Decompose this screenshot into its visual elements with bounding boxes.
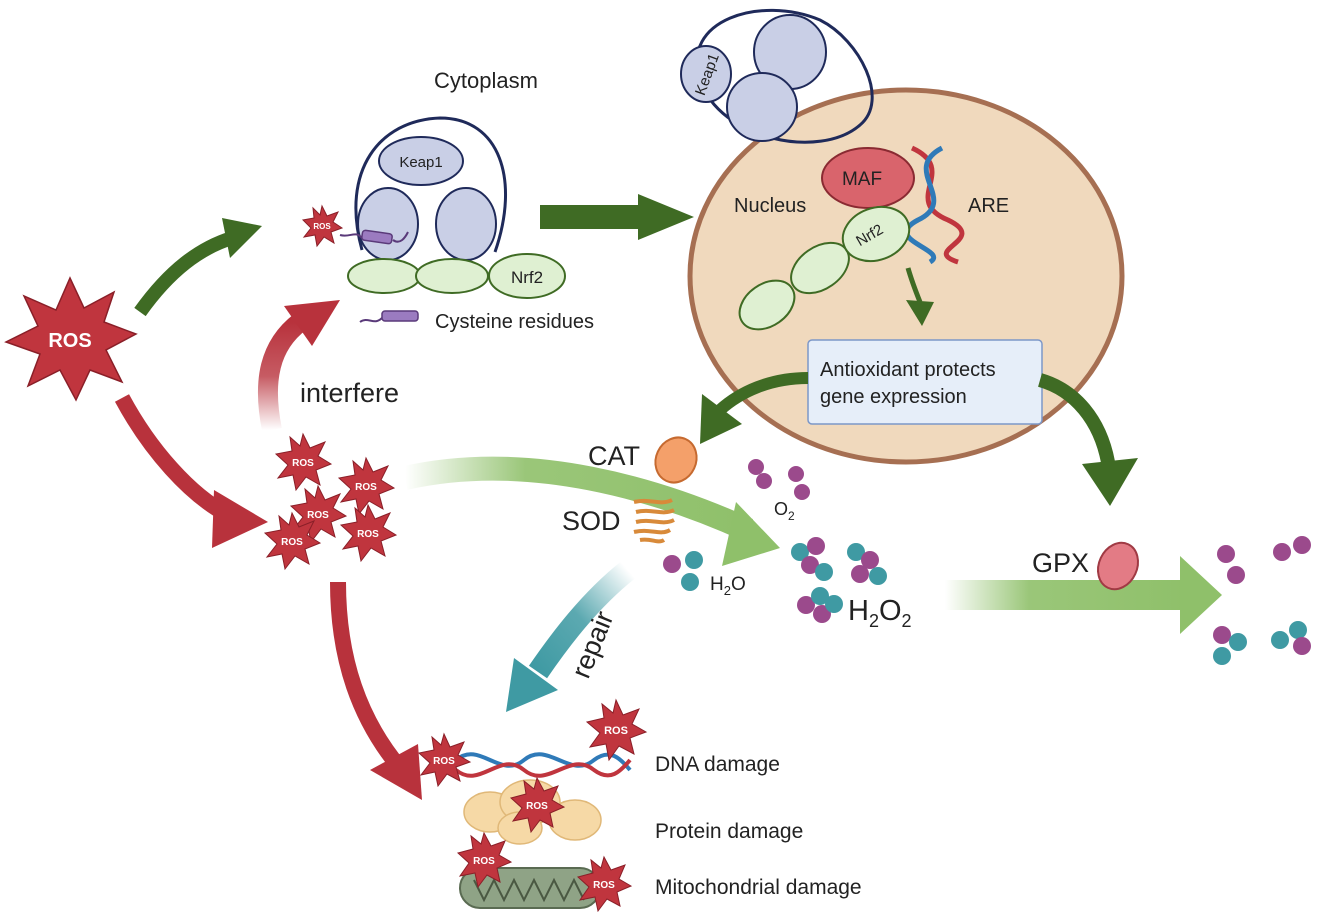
nrf2-label: Nrf2 <box>511 268 543 287</box>
damaged-dna <box>454 752 632 778</box>
ros-label-protein: ROS <box>526 801 548 812</box>
gpx-enzyme <box>1097 541 1139 591</box>
ros-cluster-label-4: ROS <box>281 537 303 548</box>
ros-star-on-complex: ROS <box>301 204 344 248</box>
arrow-ros-to-complex <box>134 218 262 317</box>
antioxidant-line1: Antioxidant protects <box>820 359 996 381</box>
are-dna-helix <box>904 145 965 265</box>
sod-label: SOD <box>562 506 621 536</box>
ros-on-dna-right: ROS <box>585 698 648 762</box>
cysteine-residues-label: Cysteine residues <box>435 311 594 333</box>
ros-cluster-label-2: ROS <box>355 482 377 493</box>
arrow-gpx <box>945 556 1222 634</box>
ros-label-mito-left: ROS <box>473 856 495 867</box>
ros-cluster-label-5: ROS <box>357 529 379 540</box>
arrow-nrf2-to-expression <box>905 267 934 326</box>
h2o2-label: H2O2 <box>848 595 912 631</box>
ros-cluster: ROS ROS ROS ROS ROS <box>263 432 398 571</box>
keap1-nrf2-complex: Keap1 Nrf2 <box>339 116 566 299</box>
h2o-molecule <box>663 551 703 591</box>
ros-on-mito-right: ROS <box>576 855 633 913</box>
ros-on-mito-left: ROS <box>456 831 513 889</box>
nrf2-nuclear: Nrf2 <box>738 205 911 331</box>
o2-label: O2 <box>774 499 795 523</box>
arrow-complex-to-nucleus <box>540 194 694 240</box>
ros-main-star: ROS <box>4 276 138 402</box>
products-molecules <box>1213 536 1311 665</box>
keap1-complex-free: Keap1 <box>680 8 874 144</box>
nucleus-label: Nucleus <box>734 195 806 217</box>
antioxidant-box: Antioxidant protects gene expression <box>807 339 1043 425</box>
gpx-label: GPX <box>1032 548 1089 578</box>
cytoplasm-label: Cytoplasm <box>434 68 538 93</box>
arrow-repair <box>506 561 635 712</box>
cat-enzyme <box>654 436 698 484</box>
arrow-cluster-to-damage <box>330 581 422 800</box>
arrow-expression-to-cat <box>700 372 809 444</box>
ros-on-protein: ROS <box>509 776 566 834</box>
mito-damage-label: Mitochondrial damage <box>655 876 862 899</box>
ros-cluster-label-1: ROS <box>292 458 314 469</box>
arrow-expression-to-gpx <box>1037 373 1138 506</box>
arrow-ros-to-cluster <box>114 394 268 548</box>
protein-damage-label: Protein damage <box>655 820 803 843</box>
maf-label: MAF <box>842 169 882 190</box>
maf-protein: MAF <box>821 147 915 209</box>
h2o2-molecules <box>791 537 887 623</box>
ros-main-label: ROS <box>48 330 91 352</box>
are-label: ARE <box>968 195 1009 217</box>
ros-small-label: ROS <box>313 222 331 231</box>
antioxidant-line2: gene expression <box>820 386 967 408</box>
ros-label-mito-right: ROS <box>593 880 615 891</box>
ros-label-dna-left: ROS <box>433 756 455 767</box>
cat-label: CAT <box>588 441 640 471</box>
arrow-cluster-to-h2o2 <box>402 456 780 566</box>
interfere-label: interfere <box>300 378 399 408</box>
sod-enzyme <box>633 498 675 544</box>
ros-cluster-label-3: ROS <box>307 510 329 521</box>
o2-molecules <box>748 459 810 500</box>
cysteine-residues-legend: Cysteine residues <box>359 310 594 333</box>
ros-label-dna-right: ROS <box>604 725 628 737</box>
keap1-label: Keap1 <box>399 154 442 171</box>
dna-damage-label: DNA damage <box>655 753 780 776</box>
arrow-interfere <box>257 300 340 432</box>
ros-on-dna-left: ROS <box>417 732 472 788</box>
h2o-label: H2O <box>710 574 746 598</box>
